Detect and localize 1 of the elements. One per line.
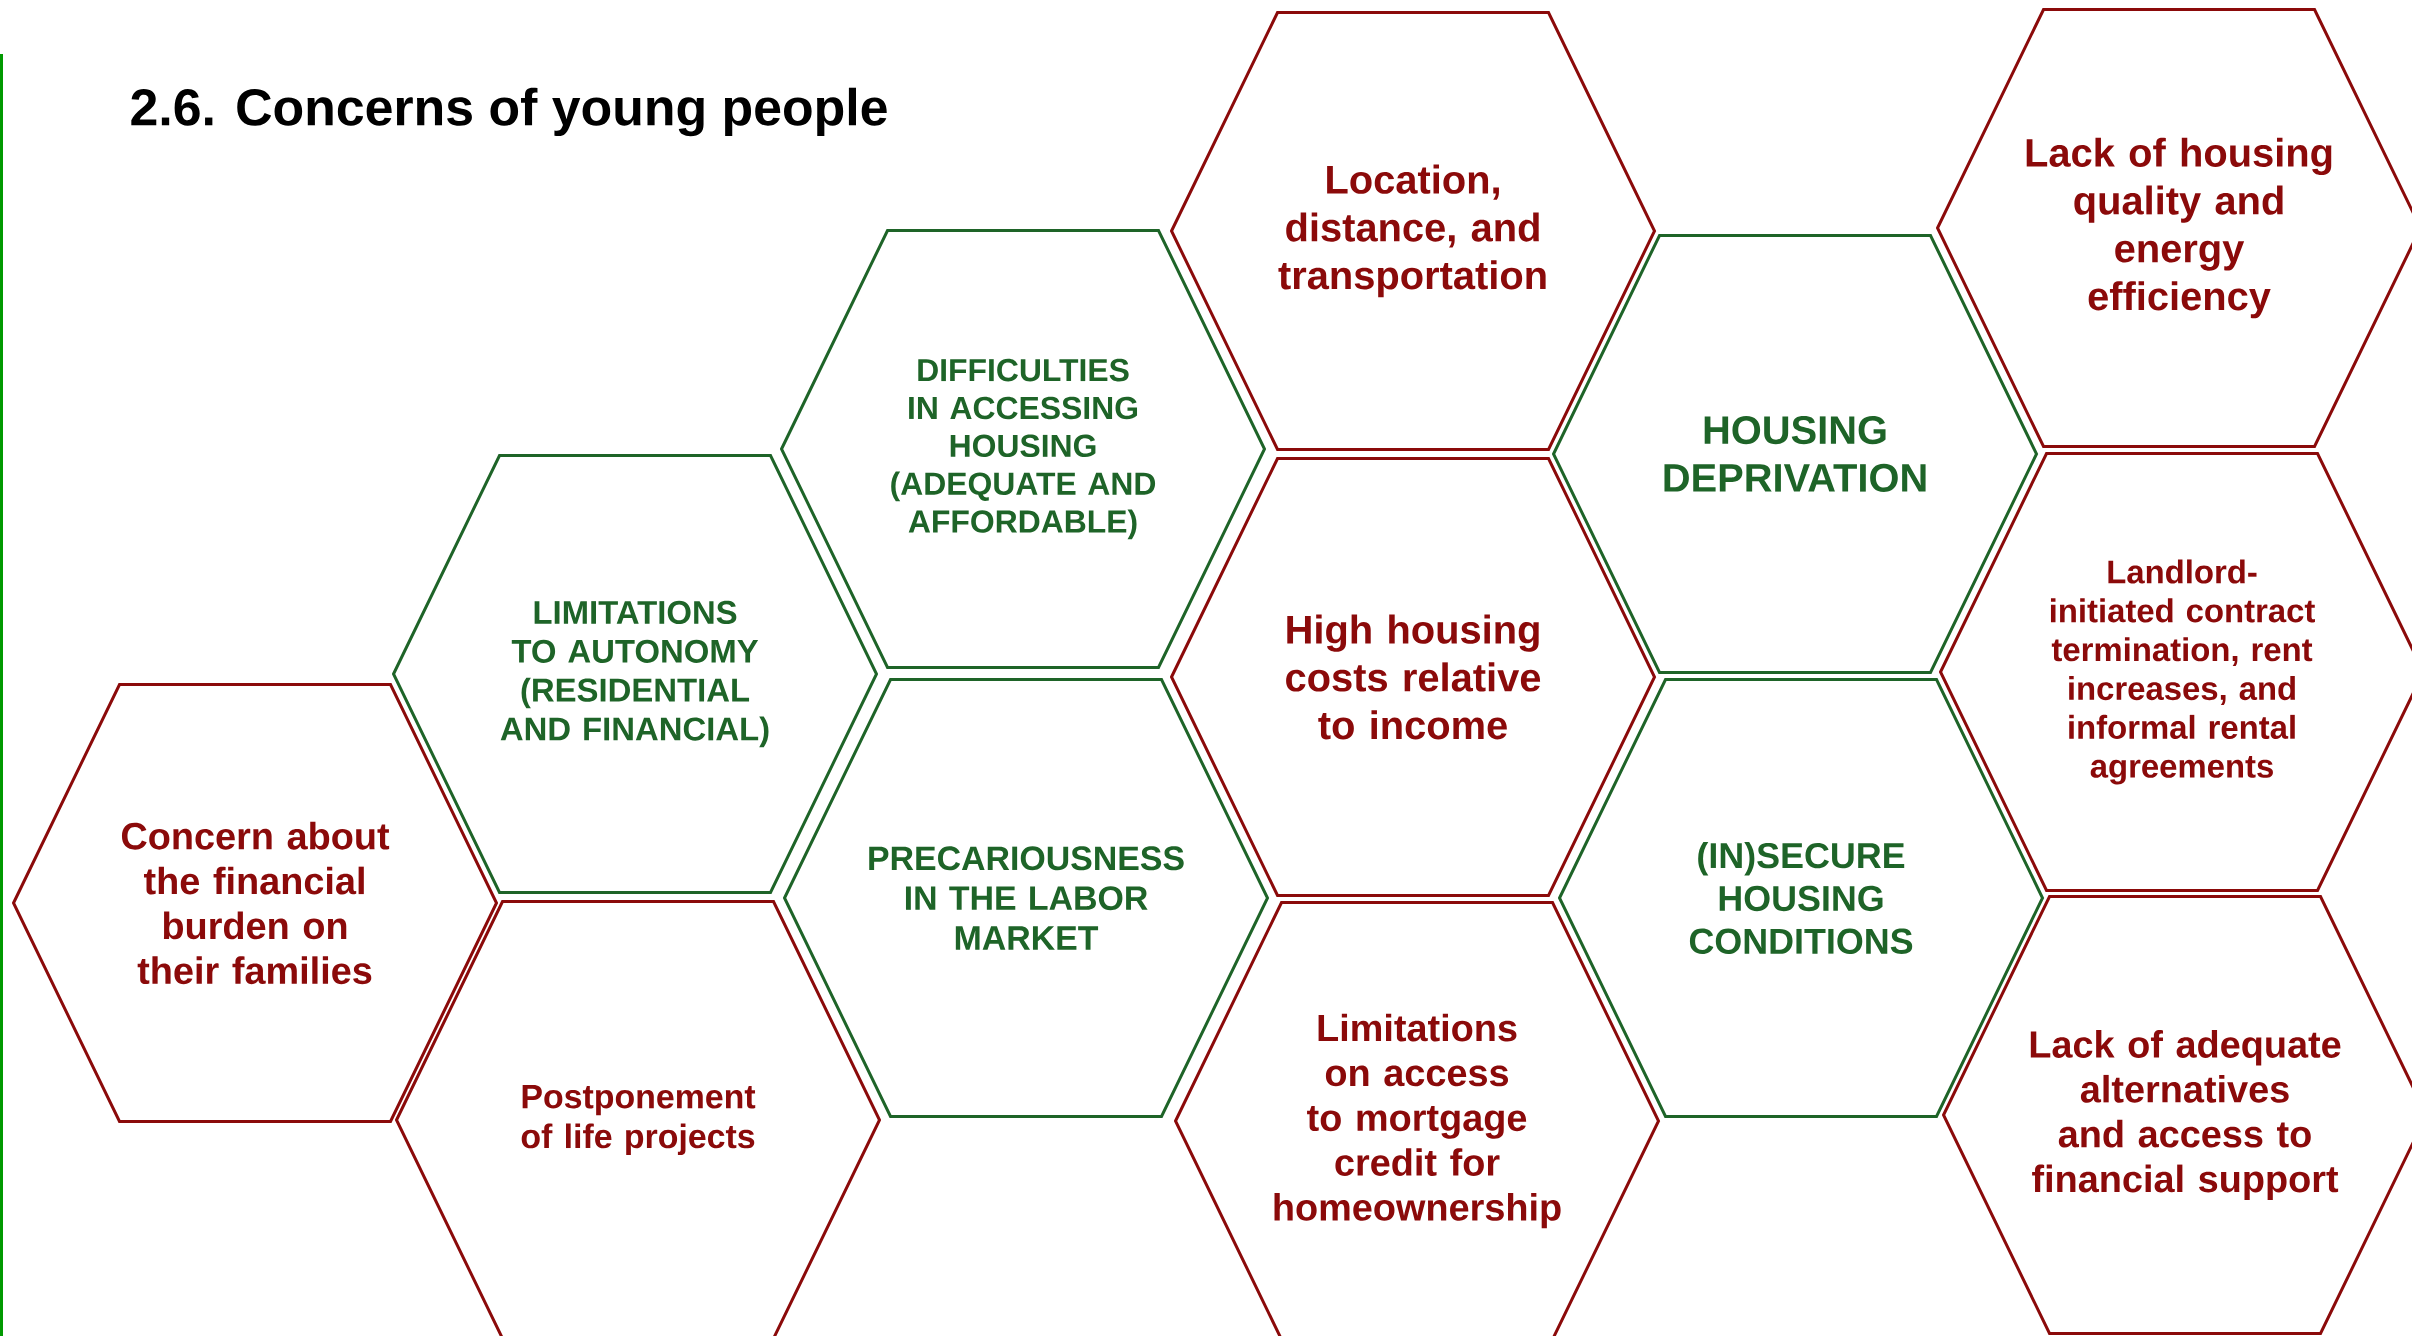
title: 2.6. Concerns of young people: [131, 87, 887, 137]
